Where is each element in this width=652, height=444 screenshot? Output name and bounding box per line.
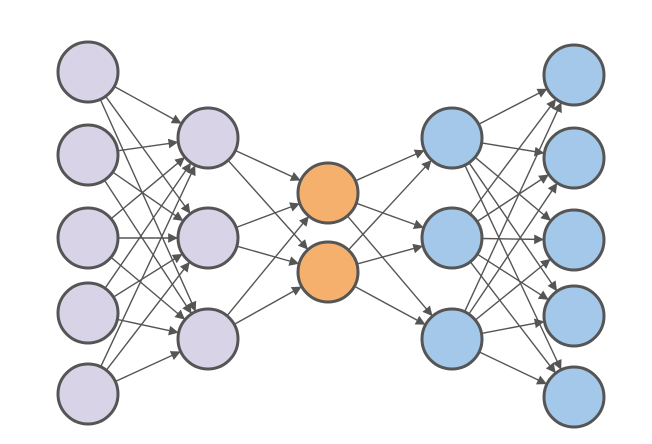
input-layer-node-4: [56, 281, 120, 345]
edge-bottleneck-layer-0-to-decoder-hidden-layer-0: [355, 149, 425, 182]
edge-decoder-hidden-layer-0-to-output-layer-2: [474, 156, 551, 221]
edge-decoder-hidden-layer-1-to-output-layer-4: [469, 261, 556, 374]
edge-decoder-hidden-layer-2-to-output-layer-4: [478, 351, 547, 385]
edge-bottleneck-layer-0-to-decoder-hidden-layer-2: [346, 215, 433, 317]
edge-bottleneck-layer-1-to-decoder-hidden-layer-0: [347, 160, 432, 251]
edge-input-layer-4-to-encoder-hidden-layer-0: [100, 165, 196, 368]
edge-decoder-hidden-layer-1-to-output-layer-3: [476, 253, 549, 300]
edge-input-layer-3-to-encoder-hidden-layer-1: [113, 253, 183, 298]
edge-input-layer-3-to-encoder-hidden-layer-0: [104, 162, 192, 289]
input-layer-node-3: [56, 206, 120, 270]
output-layer-node-3: [542, 208, 606, 272]
edge-input-layer-0-to-encoder-hidden-layer-1: [105, 95, 191, 214]
connection-edges: [99, 85, 562, 385]
output-layer-node-4: [542, 284, 606, 348]
bottleneck-layer-node-1: [296, 161, 360, 225]
network-nodes: [56, 40, 606, 429]
edge-encoder-hidden-layer-1-to-bottleneck-layer-1: [236, 245, 300, 266]
edge-input-layer-4-to-encoder-hidden-layer-1: [105, 261, 190, 371]
encoder-hidden-layer-node-3: [176, 307, 240, 371]
edge-input-layer-1-to-encoder-hidden-layer-1: [112, 171, 184, 221]
output-layer-node-5: [542, 365, 606, 429]
edge-decoder-hidden-layer-1-to-output-layer-0: [469, 99, 556, 215]
input-layer-node-5: [56, 362, 120, 426]
edge-decoder-hidden-layer-2-to-output-layer-1: [468, 182, 558, 315]
encoder-hidden-layer: [176, 106, 240, 371]
edge-decoder-hidden-layer-2-to-output-layer-2: [474, 258, 551, 321]
edge-encoder-hidden-layer-0-to-bottleneck-layer-0: [235, 149, 301, 181]
edge-decoder-hidden-layer-0-to-output-layer-3: [468, 162, 558, 292]
encoder-hidden-layer-node-1: [176, 106, 240, 170]
decoder-hidden-layer-node-1: [420, 106, 484, 170]
input-layer: [56, 40, 120, 426]
edge-decoder-hidden-layer-2-to-output-layer-3: [481, 318, 545, 335]
edge-decoder-hidden-layer-0-to-output-layer-1: [481, 142, 545, 157]
input-layer-node-1: [56, 40, 120, 104]
edge-input-layer-0-to-encoder-hidden-layer-0: [113, 85, 182, 124]
bottleneck-layer: [296, 161, 360, 304]
input-layer-node-2: [56, 123, 120, 187]
edge-bottleneck-layer-1-to-decoder-hidden-layer-1: [356, 243, 424, 265]
edge-input-layer-1-to-encoder-hidden-layer-0: [117, 138, 179, 152]
edge-encoder-hidden-layer-2-to-bottleneck-layer-1: [233, 286, 302, 326]
edge-encoder-hidden-layer-2-to-bottleneck-layer-0: [226, 216, 309, 317]
edge-bottleneck-layer-0-to-decoder-hidden-layer-1: [355, 202, 424, 229]
edge-input-layer-3-to-encoder-hidden-layer-2: [117, 318, 179, 336]
decoder-hidden-layer: [420, 106, 484, 371]
decoder-hidden-layer-node-3: [420, 307, 484, 371]
output-layer: [542, 43, 606, 429]
edge-decoder-hidden-layer-1-to-output-layer-1: [476, 174, 549, 223]
edge-encoder-hidden-layer-1-to-bottleneck-layer-0: [235, 202, 300, 229]
edge-input-layer-4-to-encoder-hidden-layer-2: [115, 351, 181, 383]
edge-input-layer-2-to-encoder-hidden-layer-2: [110, 256, 186, 320]
output-layer-node-1: [542, 43, 606, 107]
decoder-hidden-layer-node-2: [420, 206, 484, 270]
edge-bottleneck-layer-1-to-decoder-hidden-layer-2: [354, 285, 426, 325]
edge-input-layer-2-to-encoder-hidden-layer-0: [110, 157, 185, 220]
edge-input-layer-1-to-encoder-hidden-layer-2: [103, 179, 192, 314]
encoder-hidden-layer-node-2: [176, 206, 240, 270]
edge-decoder-hidden-layer-1-to-output-layer-2: [481, 234, 544, 245]
output-layer-node-2: [542, 126, 606, 190]
bottleneck-layer-node-2: [296, 240, 360, 304]
edge-decoder-hidden-layer-0-to-output-layer-0: [478, 88, 548, 125]
edge-decoder-hidden-layer-2-to-output-layer-0: [463, 102, 562, 313]
